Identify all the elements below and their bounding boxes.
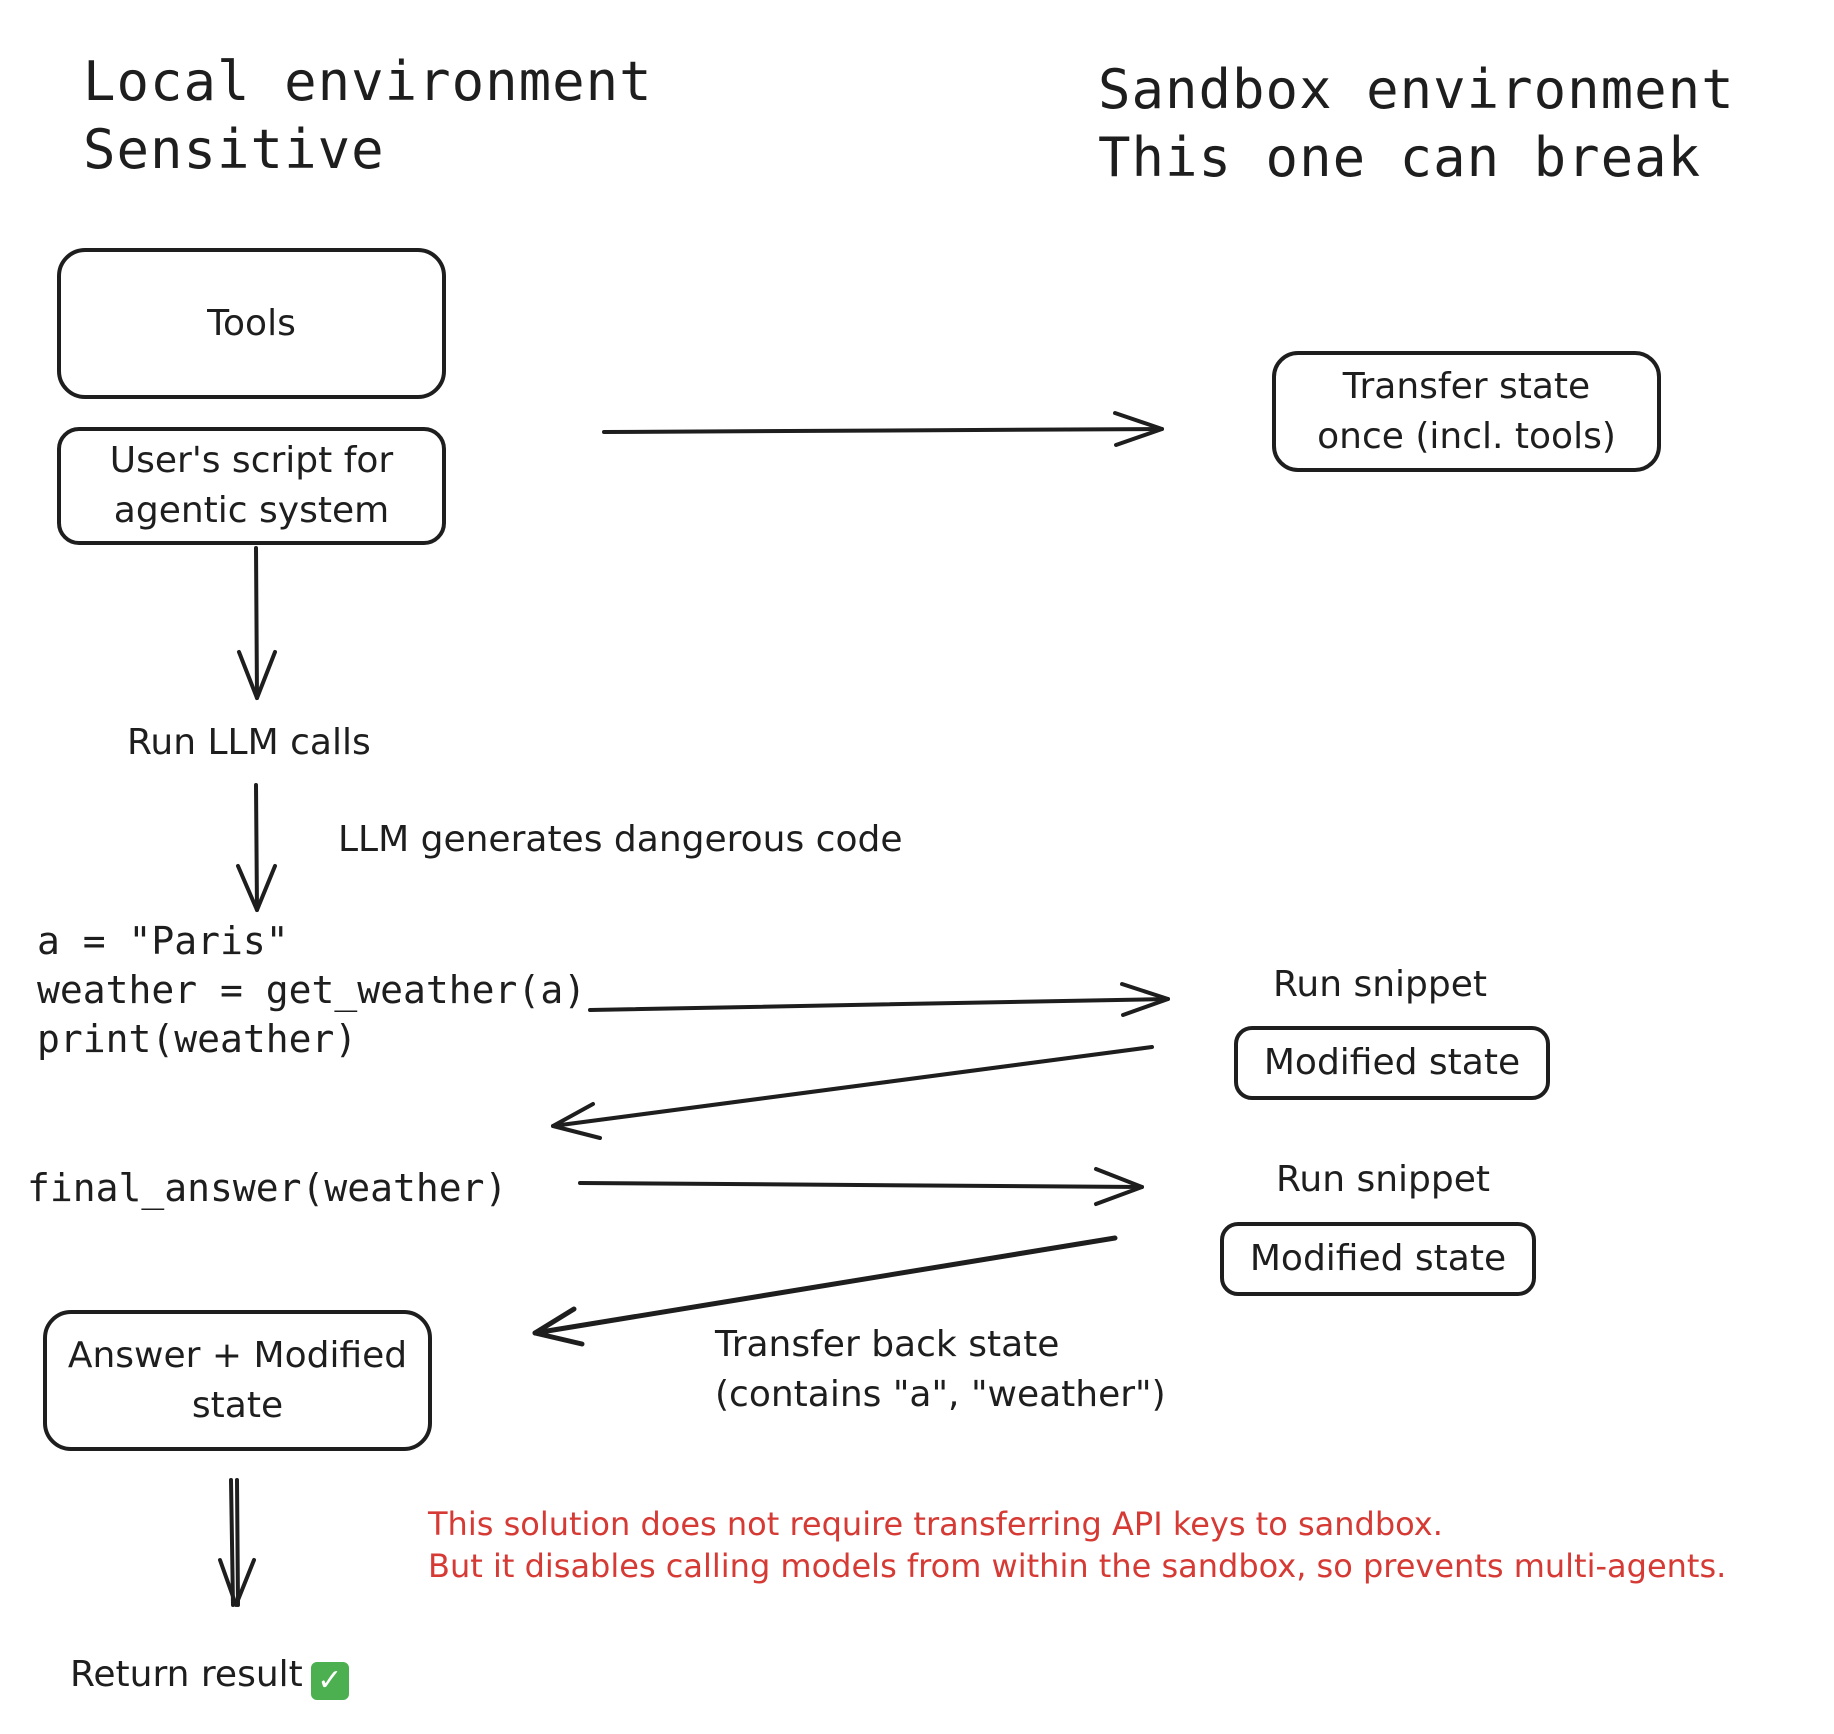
arrow-code-to-snippet-1: [588, 982, 1170, 1017]
user-script-box: User's script for agentic system: [57, 427, 446, 545]
answer-box: Answer + Modified state: [43, 1310, 432, 1451]
transfer-state-line-2: once (incl. tools): [1317, 415, 1616, 457]
transfer-state-box: Transfer state once (incl. tools): [1272, 351, 1661, 472]
llm-generates-label: LLM generates dangerous code: [338, 819, 903, 860]
modified-state-box-2: Modified state: [1220, 1222, 1536, 1296]
sandbox-heading-line-2: This one can break: [1098, 126, 1702, 189]
arrow-llm-to-code: [236, 783, 277, 912]
arrow-final-answer-to-snippet-2: [578, 1167, 1144, 1206]
run-snippet-label-1: Run snippet: [1273, 964, 1488, 1005]
local-heading-line-1: Local environment: [83, 50, 653, 113]
return-result-label: Return result✓: [70, 1650, 349, 1700]
arrow-state-1-back: [551, 1045, 1154, 1140]
local-environment-heading: Local environment Sensitive: [83, 48, 653, 184]
transfer-back-line-2: (contains "a", "weather"): [715, 1374, 1166, 1415]
note-line-2: But it disables calling models from with…: [428, 1547, 1727, 1585]
code-line: a = "Paris": [37, 919, 289, 963]
code-snippet-2: final_answer(weather): [27, 1164, 507, 1213]
arrow-script-to-llm: [237, 546, 277, 700]
answer-line-2: state: [191, 1384, 284, 1426]
transfer-back-line-1: Transfer back state: [715, 1324, 1060, 1365]
user-script-line-2: agentic system: [113, 490, 390, 531]
sandbox-heading-line-1: Sandbox environment: [1098, 58, 1735, 121]
answer-line-1: Answer + Modified: [67, 1334, 408, 1376]
run-snippet-label-2: Run snippet: [1276, 1159, 1491, 1200]
modified-state-2-label: Modified state: [1249, 1238, 1507, 1279]
tools-box: Tools: [57, 248, 446, 399]
sandbox-environment-heading: Sandbox environment This one can break: [1098, 56, 1735, 192]
arrow-state-2-to-answer: [532, 1235, 1118, 1347]
transfer-state-line-1: Transfer state: [1342, 365, 1591, 407]
arrow-answer-to-return: [218, 1478, 256, 1607]
warning-note: This solution does not require transferr…: [428, 1503, 1726, 1587]
run-llm-calls-label: Run LLM calls: [127, 722, 371, 763]
check-mark-icon: ✓: [310, 1662, 349, 1700]
code-line: print(weather): [37, 1017, 358, 1061]
modified-state-box-1: Modified state: [1234, 1026, 1550, 1100]
code-snippet-1: a = "Paris" weather = get_weather(a) pri…: [37, 917, 586, 1064]
tools-box-label: Tools: [207, 302, 296, 344]
modified-state-1-label: Modified state: [1263, 1042, 1521, 1083]
local-heading-line-2: Sensitive: [83, 118, 385, 181]
return-result-text: Return result: [70, 1654, 303, 1695]
user-script-line-1: User's script for: [109, 440, 394, 481]
transfer-back-label: Transfer back state (contains "a", "weat…: [715, 1320, 1166, 1420]
code-line: final_answer(weather): [27, 1166, 508, 1210]
note-line-1: This solution does not require transferr…: [428, 1505, 1443, 1543]
code-line: weather = get_weather(a): [37, 968, 587, 1012]
arrow-script-to-transfer: [602, 411, 1164, 447]
